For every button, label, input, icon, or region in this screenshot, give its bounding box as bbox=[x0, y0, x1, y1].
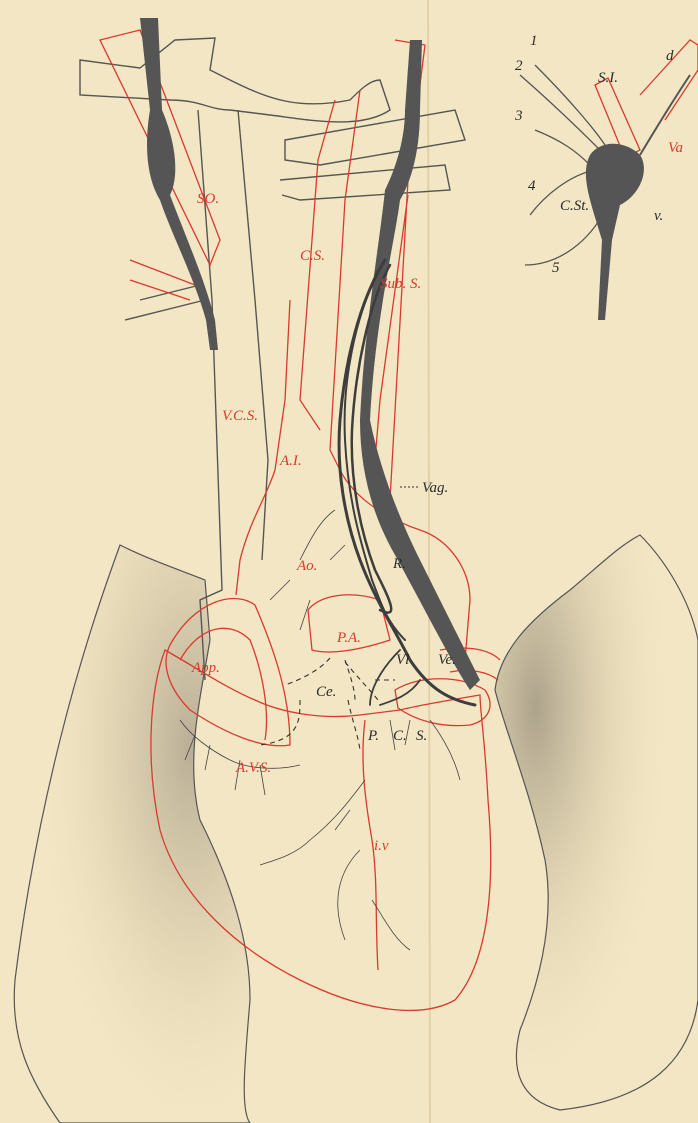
label-ce: Ce. bbox=[316, 684, 336, 700]
inset-label-v: v. bbox=[654, 208, 663, 224]
inset-label-cst: C.St. bbox=[560, 198, 589, 214]
inset-label-4: 4 bbox=[528, 178, 536, 194]
label-r: R. bbox=[392, 556, 406, 572]
label-ve: Ve. bbox=[438, 652, 456, 668]
jugular-small-branch bbox=[125, 285, 205, 320]
jugular-vein-right bbox=[140, 18, 218, 350]
label-cs: C.S. bbox=[300, 248, 325, 264]
inset-nerves-upper bbox=[520, 65, 605, 150]
inset-label-5: 5 bbox=[552, 260, 560, 276]
label-ai: A.I. bbox=[279, 453, 302, 469]
left-atrium-lobe bbox=[395, 679, 490, 726]
label-c: C. bbox=[393, 728, 407, 744]
right-lung bbox=[495, 535, 698, 1110]
label-vag: Vag. bbox=[422, 480, 448, 496]
label-subs: Sub. S. bbox=[380, 276, 421, 292]
brachiocephalic-vein bbox=[80, 38, 390, 122]
jugular-vein-left bbox=[360, 40, 480, 690]
left-vein-branch bbox=[285, 110, 465, 165]
inset-ganglion bbox=[586, 144, 644, 320]
label-iv: i.v bbox=[374, 838, 389, 854]
inset-label-3: 3 bbox=[514, 108, 523, 124]
paper-fold-line bbox=[428, 0, 430, 1123]
inset-label-si: S.I. bbox=[598, 70, 618, 86]
carotis-sinistra bbox=[300, 90, 360, 450]
subclavian-vein-outline bbox=[280, 165, 450, 200]
label-so: SO. bbox=[197, 191, 219, 207]
label-p: P. bbox=[367, 728, 379, 744]
label-vi: Vl bbox=[396, 652, 409, 668]
left-lung bbox=[14, 545, 250, 1123]
inset-label-1: 1 bbox=[530, 33, 538, 49]
cardiac-nerve-branch bbox=[370, 650, 420, 705]
label-vcs: V.C.S. bbox=[222, 408, 258, 424]
ganglion-inset: 1 2 3 4 5 S.I. d Va C.St. v. bbox=[514, 33, 698, 320]
label-ao: Ao. bbox=[296, 558, 317, 574]
label-s: S. bbox=[416, 728, 427, 744]
inset-label-2: 2 bbox=[515, 58, 523, 74]
inset-label-d: d bbox=[666, 48, 674, 64]
label-pa: P.A. bbox=[336, 630, 361, 646]
inset-label-va: Va bbox=[668, 140, 683, 156]
label-app: App. bbox=[191, 660, 220, 676]
label-avs: A.V.S. bbox=[235, 760, 271, 776]
